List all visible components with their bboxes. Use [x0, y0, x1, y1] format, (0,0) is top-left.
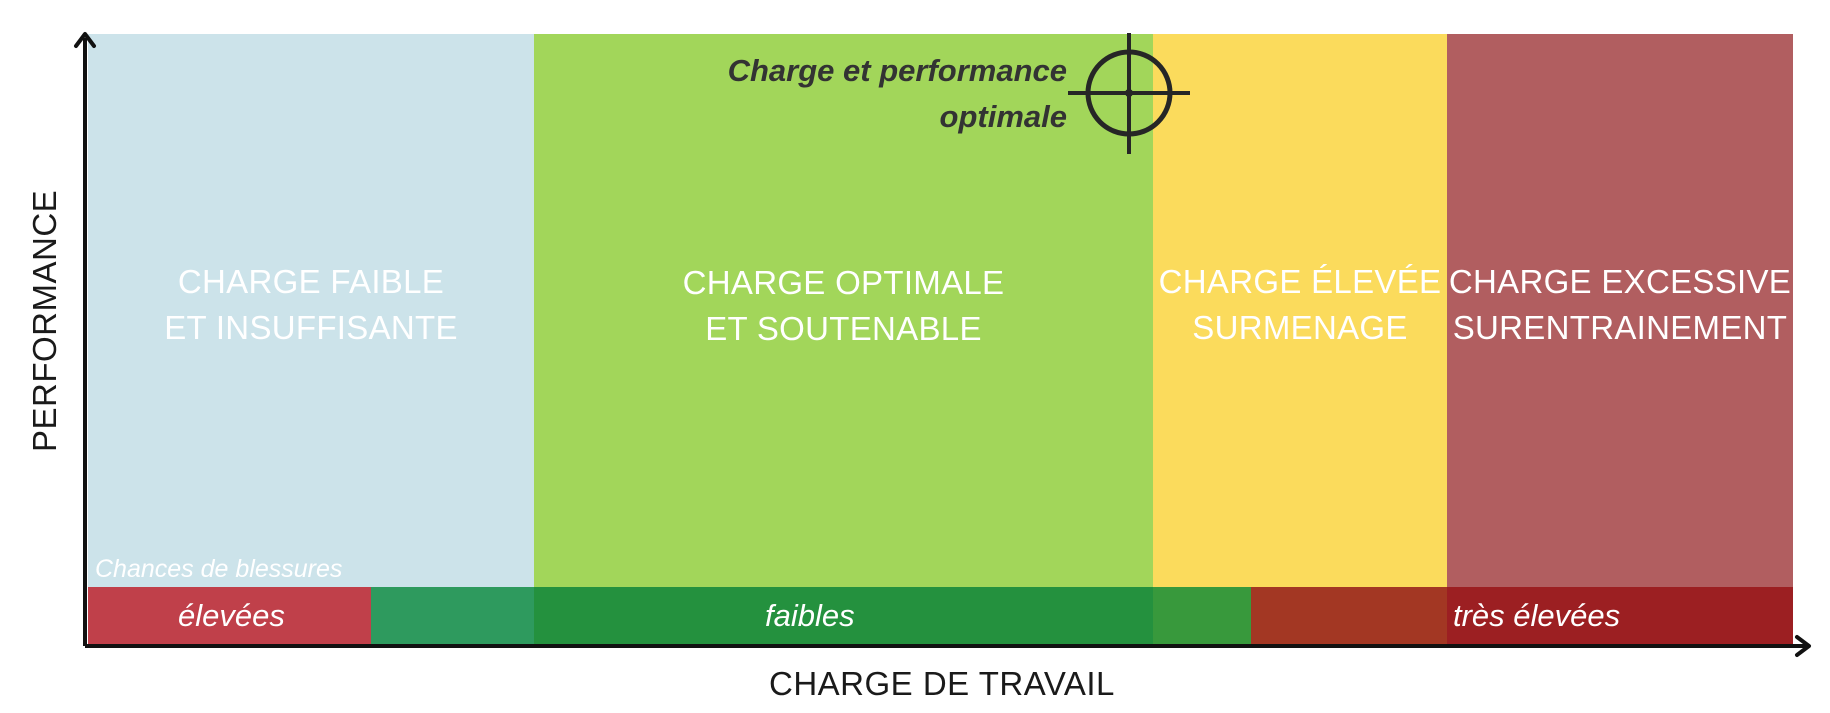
risk-segment-high: [88, 587, 371, 645]
risk-segment-very-high: [1447, 587, 1793, 645]
risk-segment-low: [534, 587, 1153, 645]
zone-optimal-load: CHARGE OPTIMALE ET SOUTENABLE: [534, 34, 1153, 589]
risk-segment-low-edge: [1153, 587, 1251, 645]
zone-high-load: CHARGE ÉLEVÉE SURMENAGE: [1153, 34, 1447, 589]
zone-excessive-load: CHARGE EXCESSIVE SURENTRAINEMENT: [1447, 34, 1793, 589]
optimal-target-label: Charge et performance optimale: [727, 53, 1067, 134]
zone-excessive-load-label: CHARGE EXCESSIVE SURENTRAINEMENT: [1448, 262, 1792, 346]
y-axis-title: PERFORMANCE: [26, 189, 63, 452]
crosshair-icon: [1068, 33, 1190, 154]
risk-level-high: élevées: [178, 598, 285, 633]
x-axis-title: CHARGE DE TRAVAIL: [769, 665, 1115, 702]
risk-segment-rising: [1251, 587, 1447, 645]
zone-low-load: CHARGE FAIBLE ET INSUFFISANTE: [88, 34, 534, 589]
risk-level-very-high: très élevées: [1453, 598, 1621, 633]
zone-low-load-label: CHARGE FAIBLE ET INSUFFISANTE: [164, 262, 458, 346]
x-axis-arrow: [1795, 635, 1811, 657]
y-axis-arrow: [74, 32, 96, 48]
zone-high-load-label: CHARGE ÉLEVÉE SURMENAGE: [1158, 262, 1442, 346]
risk-level-low: faibles: [765, 598, 855, 633]
risk-segment-transition: [371, 587, 534, 645]
injury-risk-caption: Chances de blessures: [95, 555, 343, 583]
zone-optimal-load-label: CHARGE OPTIMALE ET SOUTENABLE: [682, 263, 1005, 347]
